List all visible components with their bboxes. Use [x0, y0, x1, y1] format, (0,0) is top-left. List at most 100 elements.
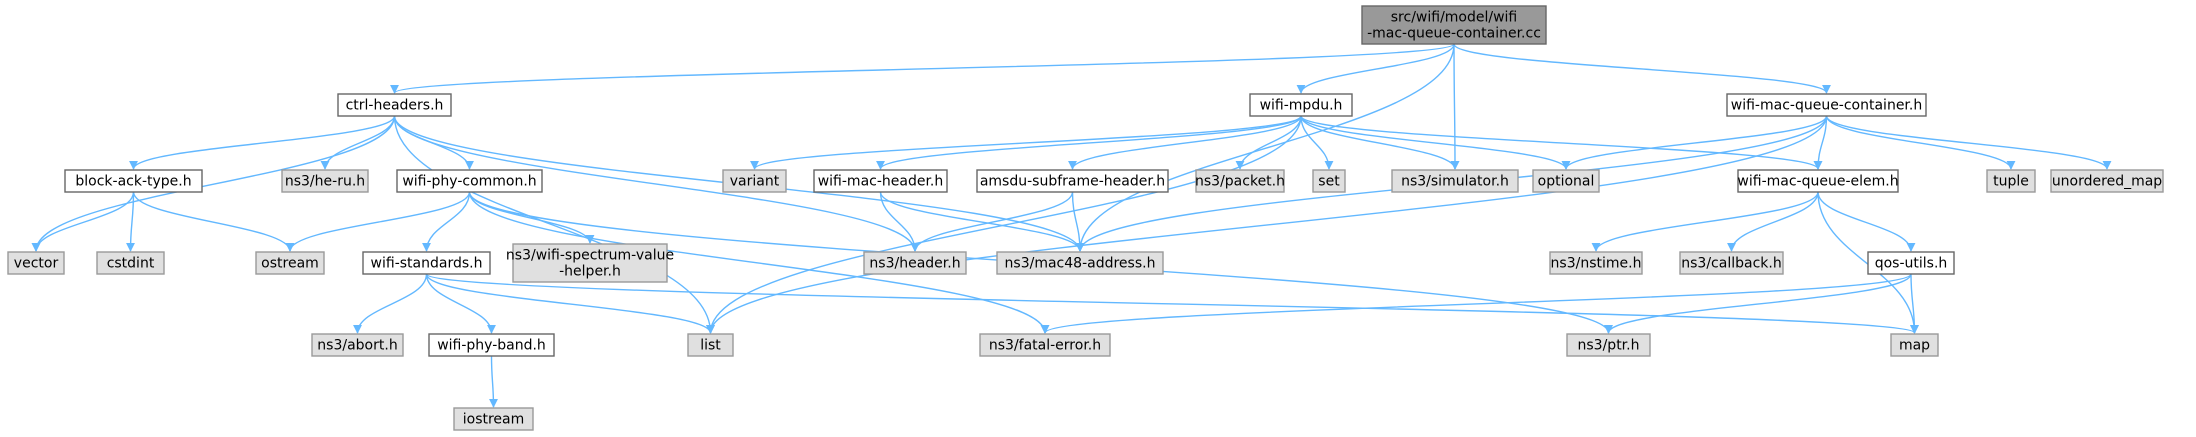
edge-block_ack_type-to-cstdint: [126, 191, 136, 252]
node-nstime: ns3/nstime.h: [1549, 251, 1643, 275]
edge-wmqc-to-tuple: [1825, 115, 2016, 170]
edge-root-to-wmqc: [1453, 43, 1831, 94]
node-qos-utils[interactable]: qos-utils.h: [1867, 251, 1955, 275]
edge-ctrl_headers-to-block_ack_type: [129, 115, 396, 170]
node-label: unordered_map: [2052, 174, 2162, 190]
node-label: src/wifi/model/wifi: [1391, 10, 1518, 26]
edge-root-to-wifi_mpdu: [1296, 43, 1455, 94]
node-fatal-error: ns3/fatal-error.h: [979, 333, 1111, 357]
node-iostream: iostream: [453, 407, 534, 431]
edge-wifi_standards-to-list: [425, 273, 715, 334]
node-box: [813, 169, 948, 193]
node-wifi-mpdu[interactable]: wifi-mpdu.h: [1249, 93, 1353, 117]
edge-amsdu-to-ns3_header: [910, 191, 1074, 252]
edge-root-to-mac48: [1075, 43, 1455, 252]
node-abort: ns3/abort.h: [311, 333, 404, 357]
node-wifi-phy-band[interactable]: wifi-phy-band.h: [428, 333, 555, 357]
node-box: [255, 251, 325, 275]
node-box: [96, 251, 165, 275]
edge-wifi_mpdu-to-amsdu: [1068, 115, 1302, 170]
node-label: wifi-phy-band.h: [437, 338, 546, 354]
node-unordered-map: unordered_map: [2050, 169, 2164, 193]
edge-ctrl_headers-to-ns3_header: [393, 115, 920, 252]
node-label: list: [700, 338, 721, 354]
edge-wifi_mpdu-to-wifi_mac_header: [876, 115, 1302, 170]
node-label: wifi-standards.h: [371, 256, 483, 272]
node-box: [1195, 169, 1285, 193]
node-label: wifi-mac-header.h: [818, 174, 944, 190]
node-box: [281, 169, 369, 193]
node-box: [1549, 251, 1643, 275]
node-label: qos-utils.h: [1875, 256, 1948, 272]
node-root[interactable]: src/wifi/model/wifi-mac-queue-container.…: [1361, 5, 1547, 45]
node-label: ns3/header.h: [869, 256, 960, 272]
node-tuple: tuple: [1986, 169, 2036, 193]
edge-wifi_phy_common-to-wifi_standards: [422, 191, 471, 252]
node-label: ns3/mac48-address.h: [1005, 256, 1156, 272]
node-box: [1532, 169, 1600, 193]
edge-block_ack_type-to-vector: [31, 191, 135, 252]
node-box: [863, 251, 967, 275]
node-label: ns3/packet.h: [1195, 174, 1285, 190]
node-cstdint: cstdint: [96, 251, 165, 275]
node-he-ru: ns3/he-ru.h: [281, 169, 369, 193]
edge-wmqe-to-map: [1817, 191, 1919, 334]
node-simulator: ns3/simulator.h: [1391, 169, 1519, 193]
node-label: wifi-mac-queue-container.h: [1731, 98, 1922, 114]
node-optional: optional: [1532, 169, 1600, 193]
node-ctrl-headers[interactable]: ctrl-headers.h: [337, 93, 452, 117]
node-map: map: [1890, 333, 1939, 357]
node-callback: ns3/callback.h: [1679, 251, 1784, 275]
edge-wifi_mpdu-to-wmqe: [1300, 115, 1823, 170]
edge-qos_utils-to-ptr: [1604, 273, 1912, 334]
node-set: set: [1312, 169, 1346, 193]
node-box: [512, 243, 668, 283]
node-box: [428, 333, 555, 357]
node-box: [1312, 169, 1346, 193]
node-list: list: [687, 333, 734, 357]
node-wmqc[interactable]: wifi-mac-queue-container.h: [1726, 93, 1927, 117]
node-label: ns3/wifi-spectrum-value: [506, 248, 674, 264]
node-ns3-header: ns3/header.h: [863, 251, 967, 275]
edge-qos_utils-to-fatal_error: [1040, 273, 1912, 334]
node-box: [2050, 169, 2164, 193]
node-label: -helper.h: [559, 264, 621, 280]
edge-wifi_phy_band-to-iostream: [488, 355, 498, 408]
node-label: map: [1899, 338, 1930, 354]
node-box: [64, 169, 203, 193]
node-label: ns3/ptr.h: [1578, 338, 1640, 354]
edge-ctrl_headers-to-vector: [31, 115, 396, 252]
edge-block_ack_type-to-ostream: [132, 191, 295, 252]
node-box: [311, 333, 404, 357]
node-box: [1566, 333, 1651, 357]
node-ostream: ostream: [255, 251, 325, 275]
node-box: [722, 169, 787, 193]
node-box: [996, 251, 1164, 275]
edge-wifi_phy_common-to-ostream: [285, 191, 471, 252]
node-wifi-standards[interactable]: wifi-standards.h: [362, 251, 491, 275]
node-box: [1890, 333, 1939, 357]
node-label: ns3/fatal-error.h: [989, 338, 1101, 354]
edge-wifi_mpdu-to-list: [706, 115, 1302, 334]
node-block-ack-type[interactable]: block-ack-type.h: [64, 169, 203, 193]
node-label: amsdu-subframe-header.h: [980, 174, 1165, 190]
node-label: iostream: [463, 412, 525, 428]
node-box: [687, 333, 734, 357]
node-box: [1679, 251, 1784, 275]
edge-wmqc-to-unordered_map: [1825, 115, 2112, 170]
edge-wmqc-to-optional: [1561, 115, 1828, 170]
node-box: [1726, 93, 1927, 117]
node-label: wifi-mac-queue-elem.h: [1737, 174, 1898, 190]
node-amsdu[interactable]: amsdu-subframe-header.h: [976, 169, 1169, 193]
node-wmqe[interactable]: wifi-mac-queue-elem.h: [1737, 169, 1899, 193]
node-wifi-phy-common[interactable]: wifi-phy-common.h: [396, 169, 543, 193]
node-mac48: ns3/mac48-address.h: [996, 251, 1164, 275]
edge-root-to-simulator: [1450, 43, 1460, 170]
node-box: [1867, 251, 1955, 275]
node-wifi-mac-header[interactable]: wifi-mac-header.h: [813, 169, 948, 193]
edge-wifi_mpdu-to-optional: [1300, 115, 1571, 170]
node-box: [453, 407, 534, 431]
node-box: [7, 251, 65, 275]
edge-wifi_mpdu-to-simulator: [1300, 115, 1460, 170]
